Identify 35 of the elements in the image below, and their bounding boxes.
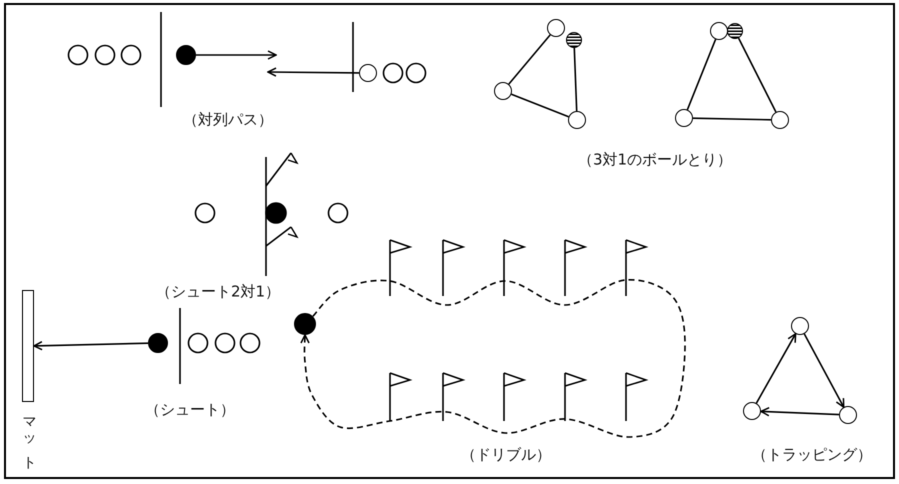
arrow (804, 334, 844, 408)
caption: （シュート2対1） (156, 282, 280, 302)
open-circle (494, 82, 512, 100)
open-circle (743, 402, 761, 420)
arrow (760, 406, 840, 416)
arrow (196, 50, 277, 60)
arrow (756, 333, 796, 404)
filled-circle (176, 45, 196, 65)
caption: （トラッピング） (752, 446, 872, 464)
caption: （シュート） (145, 400, 235, 420)
open-circle (675, 109, 693, 127)
open-circle (547, 19, 565, 37)
caption: （ドリブル） (461, 446, 551, 464)
filled-circle (294, 313, 316, 335)
open-circle (839, 406, 857, 424)
hatched-circle (566, 32, 582, 48)
hatched-circle (727, 23, 743, 39)
open-circle (791, 317, 809, 335)
line (511, 94, 569, 118)
open-circle (710, 22, 728, 40)
open-circle (568, 111, 586, 129)
line (738, 38, 777, 112)
mat-label: マット (20, 408, 38, 465)
line (686, 39, 716, 110)
line (692, 117, 772, 121)
caption: （対列パス） (183, 110, 273, 130)
arrow (267, 67, 359, 77)
line (508, 34, 551, 85)
filled-circle (148, 333, 168, 353)
open-circle (771, 111, 789, 129)
arrow (33, 340, 148, 350)
open-circle (359, 64, 377, 82)
dashed-arrow (300, 279, 686, 438)
line (574, 48, 578, 112)
caption: （3対1のボールとり） (578, 150, 732, 170)
